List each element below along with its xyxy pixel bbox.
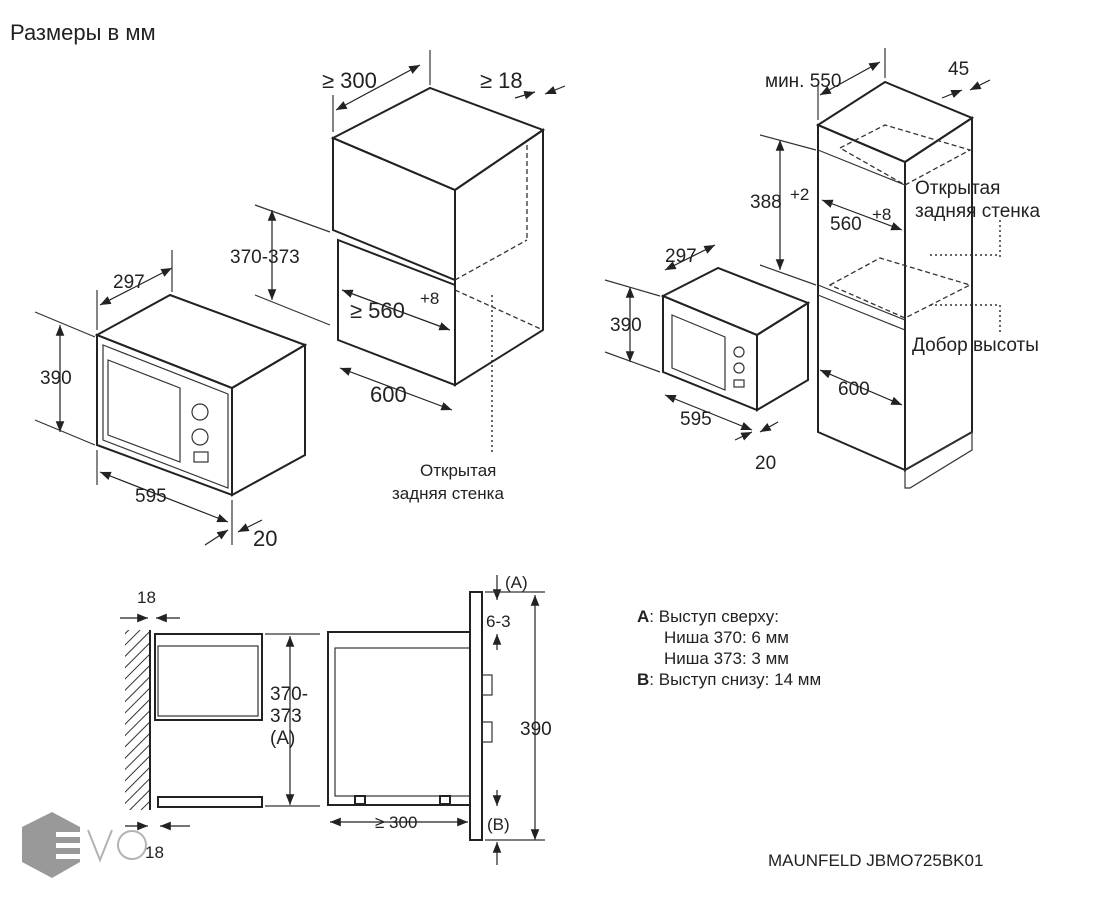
note-b-text: : Выступ снизу: 14 мм [649, 670, 821, 689]
diagram-title: Размеры в мм [10, 20, 156, 45]
label-side-height: 390 [520, 719, 552, 740]
label-right-open-back-2: задняя стенка [915, 201, 1040, 222]
microwave-isometric-right [660, 266, 811, 412]
label-niche-width-tol: +8 [420, 289, 439, 308]
label-side-niche-1: 370- [270, 684, 308, 705]
model-name: MAUNFELD JBMO725BK01 [768, 851, 983, 870]
label-bottom-panel: 18 [145, 843, 164, 862]
label-cabinet-width: 600 [370, 382, 407, 407]
microwave-isometric-left [94, 293, 308, 497]
label-open-back-2: задняя стенка [392, 484, 504, 503]
label-side-niche-3: (A) [270, 728, 295, 749]
label-right-niche-height-tol: +2 [790, 185, 809, 204]
right-dimensions: мин. 550 45 388 +2 560 +8 Открытая задня… [604, 48, 1040, 474]
label-gap: 6-3 [486, 612, 511, 631]
label-side-depth: ≥ 300 [375, 813, 417, 832]
cabinet-isometric [330, 86, 546, 455]
label-mw-depth: 297 [665, 246, 697, 267]
label-width: 595 [135, 486, 167, 507]
label-mw-front: 20 [755, 453, 776, 474]
label-niche-width: ≥ 560 [350, 298, 405, 323]
notes: A: Выступ сверху: Ниша 370: 6 мм Ниша 37… [637, 607, 821, 689]
label-mw-width: 595 [680, 409, 712, 430]
side-section-view [125, 591, 493, 841]
note-a-key: A [637, 607, 649, 626]
note-a-text: : Выступ сверху: [649, 607, 779, 626]
note-line3: Ниша 373: 3 мм [664, 649, 789, 668]
note-b-key: B [637, 670, 649, 689]
label-right-open-back-1: Открытая [915, 178, 1000, 199]
left-dimensions: 297 390 595 20 [34, 250, 277, 551]
label-height-fill: Добор высоты [912, 335, 1039, 356]
label-right-width: 600 [838, 379, 870, 400]
label-right-side: 45 [948, 59, 969, 80]
label-min-depth: мин. 550 [765, 71, 841, 92]
label-mw-height: 390 [610, 315, 642, 336]
label-top-a: (A) [505, 573, 528, 592]
label-bottom-b: (B) [487, 815, 510, 834]
label-open-back-1: Открытая [420, 461, 496, 480]
label-side-niche-2: 373 [270, 706, 302, 727]
tall-cabinet-isometric [815, 80, 1001, 489]
label-cabinet-side: ≥ 18 [480, 68, 523, 93]
svg-text:B: Выступ снизу: 14 мм: B: Выступ снизу: 14 мм [637, 670, 821, 689]
side-dimensions: 18 370- 373 (A) (A) 6-3 390 ≥ 300 (B) 18 [120, 573, 552, 865]
note-line2: Ниша 370: 6 мм [664, 628, 789, 647]
label-right-niche-width: 560 [830, 214, 862, 235]
label-right-niche-width-tol: +8 [872, 205, 891, 224]
evo-watermark-logo [22, 812, 147, 878]
label-cabinet-depth: ≥ 300 [322, 68, 377, 93]
label-niche-height: 370-373 [230, 247, 300, 268]
label-height: 390 [40, 368, 72, 389]
label-front: 20 [253, 526, 277, 551]
label-side-panel: 18 [137, 588, 156, 607]
label-depth: 297 [113, 272, 145, 293]
svg-text:A: Выступ сверху:: A: Выступ сверху: [637, 607, 779, 626]
label-right-niche-height: 388 [750, 192, 782, 213]
cabinet-dimensions: ≥ 300 ≥ 18 370-373 ≥ 560 +8 600 Открытая… [230, 50, 566, 503]
